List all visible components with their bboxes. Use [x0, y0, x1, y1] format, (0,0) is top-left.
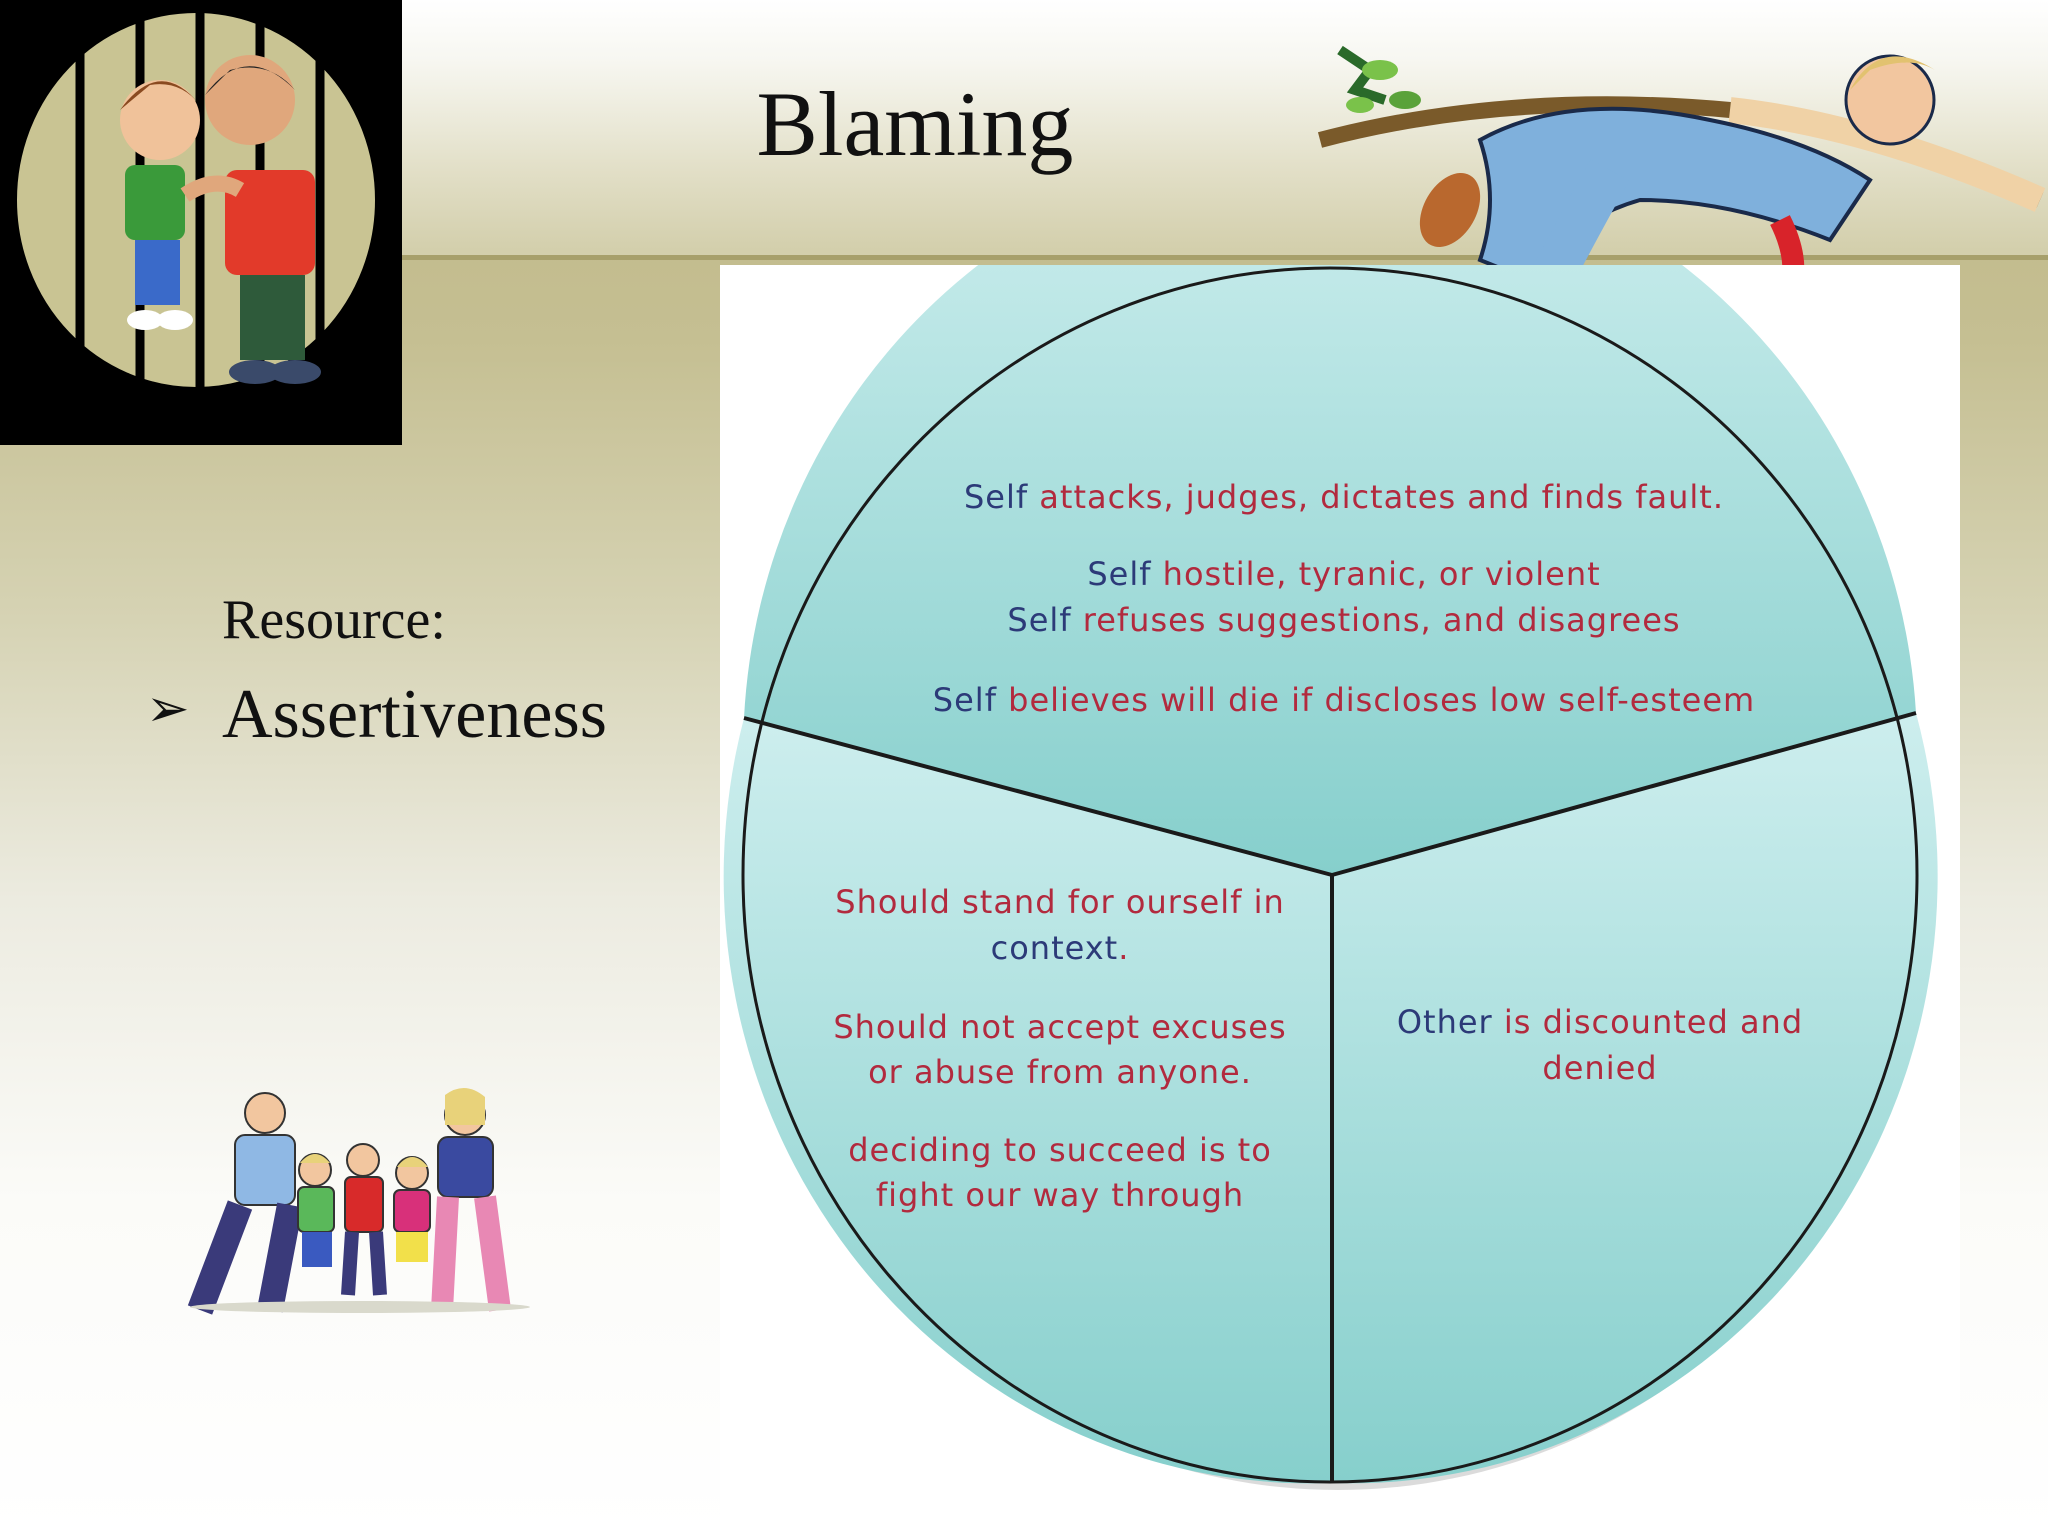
kids-arguing-clipart [0, 0, 402, 445]
left-p1-line-2: context. [991, 929, 1130, 967]
right-line-1: Other is discounted and [1397, 1003, 1803, 1041]
right-segment [1332, 713, 1938, 1484]
left-p2-line-2: or abuse from anyone. [868, 1053, 1252, 1091]
diagram-panel: Self attacks, judges, dictates and finds… [720, 265, 1960, 1536]
left-segment [723, 718, 1332, 1484]
slide-title: Blaming [756, 73, 1074, 175]
divider-right [1331, 711, 1917, 877]
left-p3-line-2: fight our way through [876, 1176, 1244, 1214]
bullet-arrow-icon: ➢ [146, 681, 190, 738]
top-line-2: Self hostile, tyranic, or violent [1087, 555, 1600, 593]
family-clipart [187, 1087, 530, 1315]
three-part-circle-diagram: Self attacks, judges, dictates and finds… [723, 265, 1938, 1490]
left-p1-line-1: Should stand for ourself in [835, 883, 1284, 921]
top-line-3: Self refuses suggestions, and disagrees [1007, 601, 1680, 639]
resource-label: Resource: [222, 589, 446, 651]
left-p2-line-1: Should not accept excuses [833, 1008, 1286, 1046]
divider-left [743, 716, 1333, 877]
right-line-2: denied [1542, 1049, 1657, 1087]
top-line-1: Self attacks, judges, dictates and finds… [964, 478, 1724, 516]
bullet-assertiveness: Assertiveness [222, 676, 607, 753]
top-line-4: Self believes will die if discloses low … [933, 681, 1755, 719]
top-segment [744, 265, 1916, 875]
left-p3-line-1: deciding to succeed is to [848, 1131, 1272, 1169]
circle-segments [723, 265, 1938, 1484]
segment-dividers [743, 711, 1917, 1483]
title-divider [0, 255, 2048, 260]
